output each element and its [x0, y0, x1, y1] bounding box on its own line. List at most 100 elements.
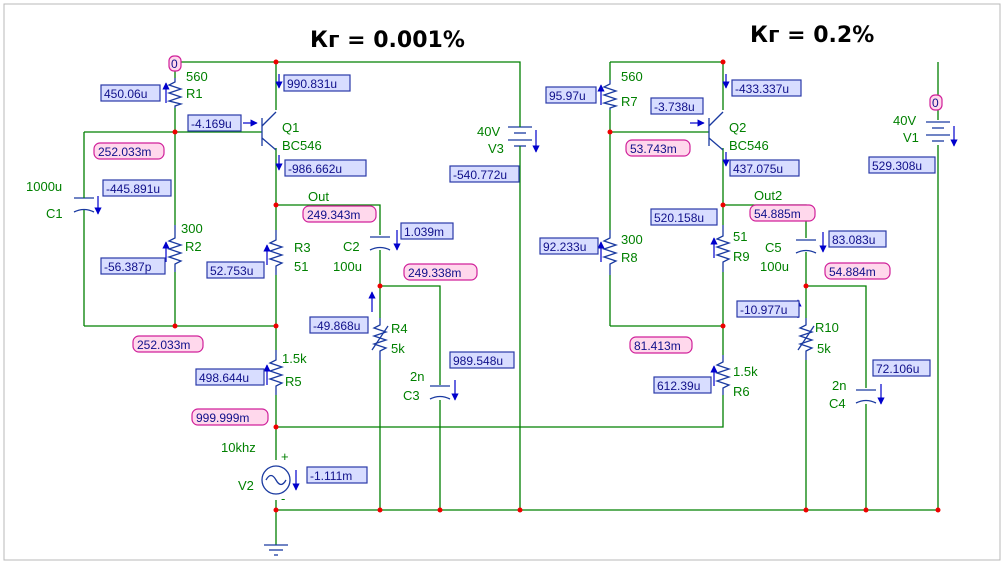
resistor-r7: [601, 80, 619, 110]
current-probe: -56.387p: [104, 260, 152, 274]
right-circuit-wires: [609, 61, 939, 510]
q2-name: Q2: [729, 120, 746, 135]
current-probe: -3.738u: [654, 100, 695, 114]
current-probes: 450.06u 990.831u -4.169u -986.662u -540.…: [100, 74, 936, 484]
svg-text:0: 0: [932, 96, 939, 110]
current-probe: 498.644u: [199, 371, 249, 385]
r9-value: 51: [733, 229, 747, 244]
svg-text:0: 0: [171, 57, 178, 71]
capacitor-c1: [73, 195, 95, 215]
r1-value: 560: [186, 69, 208, 84]
resistor-r9: [714, 225, 732, 272]
out2-label: Out2: [754, 188, 782, 203]
c2-name: C2: [343, 239, 360, 254]
voltage-probe: 54.885m: [754, 207, 801, 221]
voltage-probe: 53.743m: [630, 142, 677, 156]
current-probe: 450.06u: [104, 87, 147, 101]
c3-value: 2n: [410, 369, 424, 384]
junction-dots: [172, 59, 941, 513]
component-labels: 560 R1 300 R2 R3 51 R4 5k 1.5k R5 1000u …: [26, 69, 919, 506]
r5-name: R5: [285, 374, 302, 389]
resistor-r8: [601, 230, 619, 275]
resistor-r1: [166, 78, 184, 108]
current-probe: 1.039m: [404, 225, 444, 239]
current-probe: 92.233u: [543, 240, 586, 254]
c3-name: C3: [403, 388, 420, 403]
r3-value: 51: [294, 259, 308, 274]
r5-value: 1.5k: [282, 351, 307, 366]
current-probe: 989.548u: [453, 354, 503, 368]
current-probe: 83.083u: [832, 233, 875, 247]
voltage-probe: 252.033m: [98, 145, 151, 159]
title-right: Кг = 0.2%: [750, 23, 874, 48]
current-probe: -10.977u: [740, 303, 787, 317]
resistor-r2: [166, 225, 184, 272]
voltage-probe: 249.338m: [408, 266, 461, 280]
current-probe: -49.868u: [313, 319, 360, 333]
capacitor-c3: [429, 385, 451, 400]
r4-name: R4: [391, 321, 408, 336]
current-probe: 990.831u: [287, 77, 337, 91]
battery-v3: [508, 125, 532, 150]
r6-value: 1.5k: [733, 364, 758, 379]
v3-value: 40V: [477, 124, 500, 139]
node-zero-left: 0: [168, 55, 182, 72]
c4-name: C4: [829, 396, 846, 411]
c1-value: 1000u: [26, 179, 62, 194]
current-probe: 52.753u: [210, 264, 253, 278]
q1-model: BC546: [282, 138, 322, 153]
r2-value: 300: [181, 221, 203, 236]
voltage-probe: 249.343m: [307, 208, 360, 222]
q2-model: BC546: [729, 138, 769, 153]
capacitor-c5: [795, 239, 817, 254]
current-probe: -4.169u: [191, 117, 232, 131]
r1-name: R1: [186, 86, 203, 101]
r10-value: 5k: [817, 341, 831, 356]
r8-value: 300: [621, 232, 643, 247]
capacitor-c2: [369, 236, 391, 251]
title-left: Кг = 0.001%: [310, 28, 465, 53]
capacitor-c4: [855, 389, 877, 404]
c5-value: 100u: [760, 259, 789, 274]
v2-frequency: 10khz: [221, 440, 256, 455]
v1-name: V1: [903, 130, 919, 145]
current-probe: -540.772u: [453, 168, 507, 182]
current-probe: -433.337u: [735, 82, 789, 96]
current-probe: -1.111m: [310, 469, 352, 483]
transistor-q1: [261, 111, 277, 151]
voltage-probe: 81.413m: [634, 339, 681, 353]
voltage-probe: 999.999m: [196, 411, 249, 425]
v2-plus: +: [281, 449, 289, 464]
v2-name: V2: [238, 478, 254, 493]
c4-value: 2n: [832, 378, 846, 393]
current-probe: -986.662u: [288, 162, 342, 176]
r10-name: R10: [815, 320, 839, 335]
voltage-probe: 252.033m: [137, 338, 190, 352]
voltage-probes: 252.033m 249.343m 249.338m 252.033m 999.…: [93, 139, 891, 426]
current-probe: -445.891u: [106, 182, 160, 196]
r6-name: R6: [733, 384, 750, 399]
current-probe: 72.106u: [876, 362, 919, 376]
r8-name: R8: [621, 250, 638, 265]
out-label: Out: [308, 189, 329, 204]
current-probe: 529.308u: [872, 159, 922, 173]
v1-value: 40V: [893, 113, 916, 128]
c5-name: C5: [765, 240, 782, 255]
current-probe: 95.97u: [549, 89, 586, 103]
current-probe: 520.158u: [654, 211, 704, 225]
node-zero-right: 0: [929, 94, 943, 111]
r3-name: R3: [294, 240, 311, 255]
r9-name: R9: [733, 249, 750, 264]
sine-source-v2: [261, 465, 291, 495]
current-probe: 612.39u: [657, 379, 700, 393]
r4-value: 5k: [391, 341, 405, 356]
ground-symbol: [264, 544, 288, 556]
q1-name: Q1: [282, 120, 299, 135]
voltage-probe: 54.884m: [829, 265, 876, 279]
v3-name: V3: [488, 141, 504, 156]
transistor-q2: [708, 111, 724, 151]
r2-name: R2: [185, 239, 202, 254]
c1-name: C1: [46, 206, 63, 221]
schematic-border: [3, 3, 1001, 561]
